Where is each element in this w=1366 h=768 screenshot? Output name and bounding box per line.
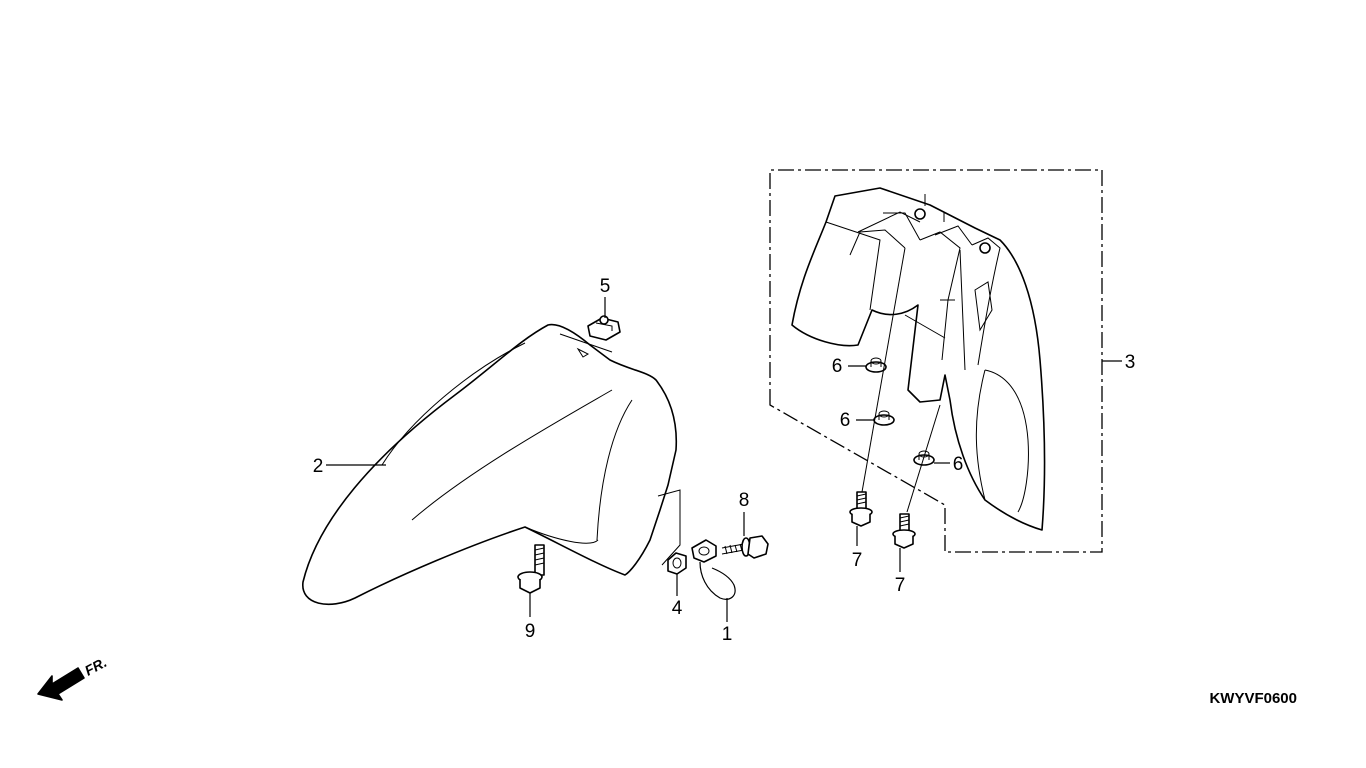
callout-5: 5	[600, 276, 611, 297]
callout-2: 2	[313, 456, 324, 477]
callout-6-middle: 6	[840, 410, 851, 431]
alignment-line	[906, 404, 941, 513]
diagram-code: KWYVF0600	[1209, 690, 1297, 707]
assembly-outline	[769, 169, 1103, 553]
flange-bolt-part-2	[892, 513, 916, 549]
bolt-part	[517, 544, 545, 594]
flange-bolt-part-1	[849, 491, 873, 527]
washer-bolt-part	[721, 535, 769, 559]
callout-4: 4	[672, 598, 683, 619]
callout-6-upper: 6	[832, 356, 843, 377]
callout-7-right: 7	[895, 575, 906, 596]
front-direction-arrow: FR.	[37, 654, 109, 701]
front-fender-part	[302, 323, 681, 605]
callout-8: 8	[739, 490, 750, 511]
clamp-part	[691, 539, 736, 600]
grommet-part-3	[913, 450, 935, 466]
callout-3: 3	[1125, 352, 1136, 373]
callout-6-lower: 6	[953, 454, 964, 475]
inner-fender-part	[791, 187, 1046, 531]
leader-lines	[326, 297, 1122, 622]
callout-9: 9	[525, 621, 536, 642]
direction-label: FR.	[82, 654, 109, 679]
alignment-line	[861, 247, 906, 493]
nut-part	[667, 552, 687, 575]
clip-nut-part	[587, 315, 621, 341]
grommet-part-2	[873, 410, 895, 426]
callout-1: 1	[722, 624, 733, 645]
grommet-part-1	[865, 357, 887, 373]
callout-7-left: 7	[852, 550, 863, 571]
